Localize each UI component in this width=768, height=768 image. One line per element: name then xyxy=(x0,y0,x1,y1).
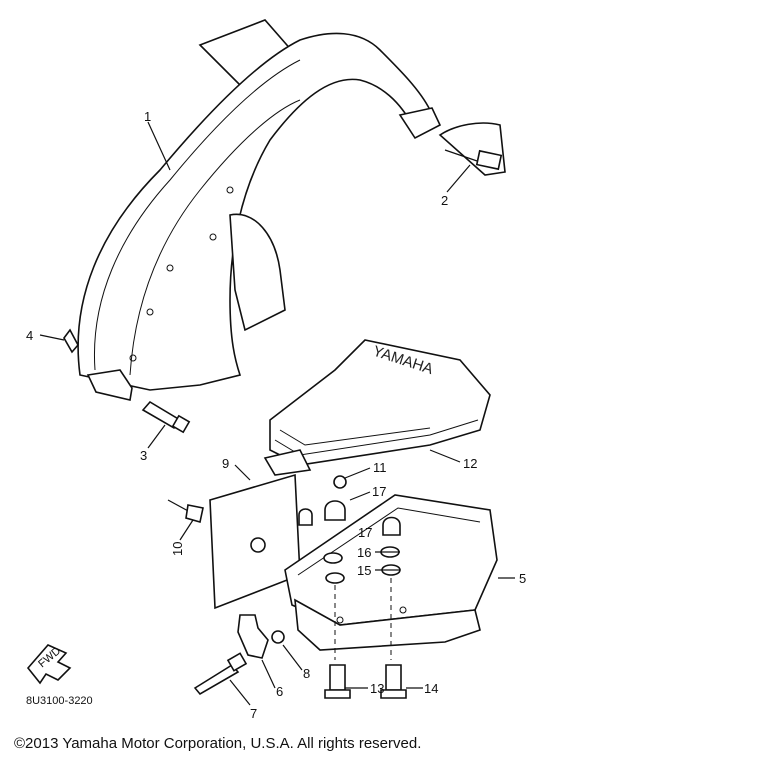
side-plate xyxy=(209,473,301,610)
pin xyxy=(63,328,79,354)
leader-lines xyxy=(39,121,515,706)
callout-10: 10 xyxy=(170,542,185,556)
callout-3: 3 xyxy=(140,448,147,463)
fender-guard xyxy=(77,19,442,401)
callout-7: 7 xyxy=(250,706,257,721)
callout-14: 14 xyxy=(424,681,438,696)
lower-fasteners xyxy=(193,614,285,696)
callout-2: 2 xyxy=(441,193,448,208)
battery-cover: YAMAHA xyxy=(263,339,491,476)
long-bolt xyxy=(141,400,191,434)
clip-bracket xyxy=(438,122,506,176)
callout-13: 13 xyxy=(370,681,384,696)
callout-15: 15 xyxy=(357,563,371,578)
callout-17-lower: 17 xyxy=(358,525,372,540)
callout-4: 4 xyxy=(26,328,33,343)
copyright-notice: ©2013 Yamaha Motor Corporation, U.S.A. A… xyxy=(14,735,422,752)
battery-box xyxy=(284,494,498,651)
callout-1: 1 xyxy=(144,109,151,124)
bolts-13-14 xyxy=(324,664,407,699)
callout-numbers: 1 2 3 4 5 6 7 8 9 10 11 12 13 14 15 16 1… xyxy=(26,109,526,721)
callout-17-upper: 17 xyxy=(372,484,386,499)
callout-16: 16 xyxy=(357,545,371,560)
callout-6: 6 xyxy=(276,684,283,699)
screw-10 xyxy=(167,499,204,524)
callout-5: 5 xyxy=(519,571,526,586)
callout-11: 11 xyxy=(373,460,387,475)
callout-8: 8 xyxy=(303,666,310,681)
callout-12: 12 xyxy=(463,456,477,471)
part-code: 8U3100-3220 xyxy=(26,695,93,707)
front-arrow: FWD xyxy=(26,644,72,685)
callout-9: 9 xyxy=(222,456,229,471)
